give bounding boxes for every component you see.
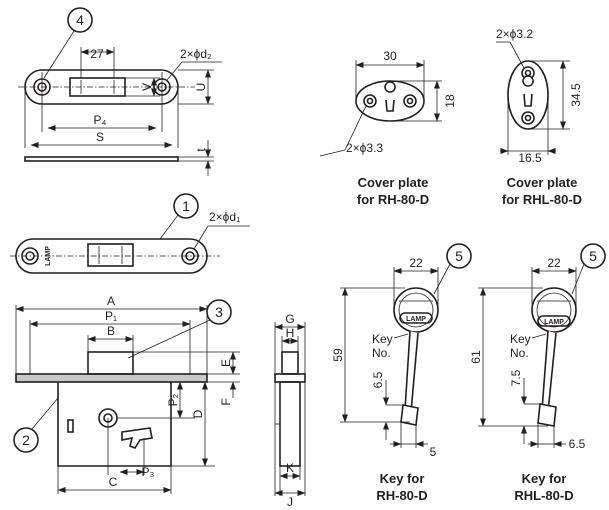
key-rh-dim-59: 59 [331,348,345,362]
callout-2: 2 [22,432,30,448]
dim-e-label: E [219,359,233,367]
dim-27-label: 27 [90,47,104,61]
dim-b-label: B [107,324,115,338]
dim-a-label: A [107,294,115,308]
lock-face-plate [10,193,250,274]
key-rh-caption-2: RH-80-D [376,488,427,503]
key-rhl-caption-2: RHL-80-D [514,488,573,503]
lock-body [13,299,240,494]
dim-c-label: C [109,475,118,489]
dim-165-label: 16.5 [518,151,542,165]
strike-plate [18,7,222,176]
key-rhl-caption-1: Key for [522,471,567,486]
dim-2x33-label: 2×ϕ3.3 [346,141,383,155]
lock-face-labels: 1 2×ϕd₁ LAMP [45,198,240,266]
dim-2xd1-label: 2×ϕd₁ [209,210,240,224]
side-view-labels: G H K J [285,312,294,509]
callout-4: 4 [76,12,84,28]
dim-h-label: H [286,326,295,340]
lock-side-view [274,322,306,496]
dim-p1-label: P₁ [105,309,117,323]
cover-rh-caption-2: for RH-80-D [357,192,429,207]
dim-g-label: G [285,312,294,326]
dim-345-label: 34.5 [569,83,583,107]
key-rh-dim-5: 5 [430,445,437,459]
dim-p4-label: P₄ [94,113,107,127]
key-rhl-dim-65: 6.5 [569,437,586,451]
callout-5-a: 5 [455,248,463,264]
key-rh-logo: LAMP [406,316,426,323]
dim-f-label: F [219,398,233,405]
callout-1: 1 [182,198,190,214]
callout-3: 3 [215,304,223,320]
dim-u-label: U [194,83,208,92]
lock-logo: LAMP [45,246,52,266]
lock-body-labels: 3 2 A P₁ B E F P₂ D P₃ C [22,294,233,489]
key-rh-labels: 5 22 59 6.5 5 Key No. LAMP Key for RH-80… [331,248,463,503]
key-rhl-dim-75: 7.5 [509,369,523,386]
key-rh-dim-22: 22 [409,256,423,270]
key-rhl-label-2: No. [510,346,529,360]
key-rhl-dim-22: 22 [547,256,561,270]
dim-18-label: 18 [443,94,457,108]
dim-j-label: J [287,495,293,509]
key-rhl-logo: LAMP [544,319,564,326]
dim-d-label: D [191,409,205,418]
cover-rhl-caption-2: for RHL-80-D [502,192,582,207]
dim-2xd2-label: 2×ϕd₂ [180,47,212,61]
cover-plate-rh [319,60,442,157]
key-rh-caption-1: Key for [380,471,425,486]
cover-plate-rhl [496,41,570,155]
dim-k-label: K [286,461,294,475]
key-rhl-labels: 5 22 61 7.5 6.5 Key No. LAMP Key for RHL… [469,248,597,503]
dim-v-label: V [140,83,154,91]
cover-rhl-labels: 2×ϕ3.2 34.5 16.5 Cover plate for RHL-80-… [496,27,583,207]
cover-rh-labels: 30 18 2×ϕ3.3 Cover plate for RH-80-D [346,49,457,207]
key-rh-label-2: No. [372,346,391,360]
key-rh-label-1: Key [372,332,393,346]
dim-s-label: S [96,130,104,144]
key-rh-dim-65: 6.5 [371,371,385,388]
cover-rh-caption-1: Cover plate [358,175,429,190]
callout-5-b: 5 [589,248,597,264]
dim-p2-label: P₂ [166,393,180,406]
cover-rhl-caption-1: Cover plate [507,175,578,190]
key-rhl-dim-61: 61 [469,350,483,364]
key-rhl [478,243,606,448]
dim-30-label: 30 [383,49,397,63]
key-rhl-label-1: Key [510,332,531,346]
dim-2x32-label: 2×ϕ3.2 [496,27,533,41]
dim-t-label: t [194,148,208,152]
strike-plate-labels: 4 27 2×ϕd₂ V U P₄ S t [76,12,212,152]
dim-p3-label: P₃ [142,465,155,479]
key-rh [340,243,472,448]
